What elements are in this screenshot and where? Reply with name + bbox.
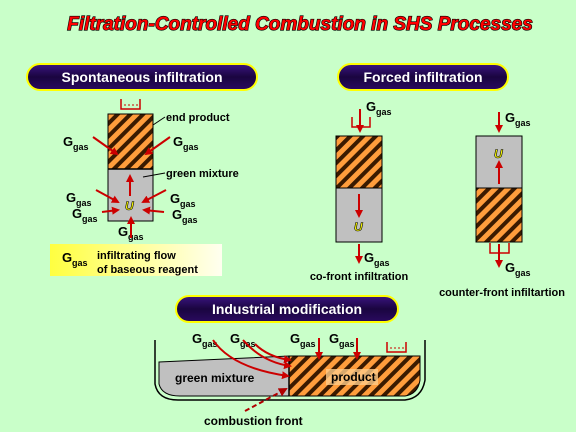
co-front-caption: co-front infiltration bbox=[310, 271, 409, 283]
counter-front-u: U bbox=[494, 147, 503, 161]
industrial-diagram: green mixture product combustion front bbox=[154, 331, 426, 428]
product-zone bbox=[107, 113, 154, 170]
page-title: Filtration-Controlled Combustion in SHS … bbox=[67, 14, 533, 35]
co-front-u: U bbox=[354, 220, 363, 234]
forced-header: Forced infiltration bbox=[337, 63, 509, 91]
counter-front-caption: counter-front infiltartion bbox=[439, 287, 565, 299]
green-mixture-label: green mixture bbox=[166, 168, 239, 180]
counter-front-product bbox=[475, 187, 523, 243]
industrial-product-label: product bbox=[331, 370, 376, 384]
co-front-diagram: U co-front infiltration bbox=[310, 99, 409, 283]
end-product-label: end product bbox=[166, 112, 230, 124]
vessel bbox=[154, 340, 426, 401]
industrial-header: Industrial modification bbox=[175, 295, 399, 323]
spontaneous-header: Spontaneous infiltration bbox=[26, 63, 258, 91]
industrial-title: Industrial modification bbox=[212, 301, 362, 317]
industrial-mixture-label: green mixture bbox=[175, 371, 255, 385]
counter-front-diagram: U counter-front infiltartion bbox=[439, 110, 565, 299]
container-icon bbox=[120, 99, 141, 110]
u-velocity: U bbox=[125, 199, 134, 213]
forced-title: Forced infiltration bbox=[364, 69, 483, 85]
legend-line-1: infiltrating flow bbox=[97, 250, 176, 262]
co-front-product bbox=[335, 135, 383, 189]
spontaneous-diagram: U end product green mixture infiltrating… bbox=[50, 99, 239, 276]
legend-line-2: of baseous reagent bbox=[97, 264, 198, 276]
combustion-front-label: combustion front bbox=[204, 414, 303, 428]
industrial-mixture-zone bbox=[158, 355, 290, 397]
spontaneous-title: Spontaneous infiltration bbox=[62, 69, 223, 85]
